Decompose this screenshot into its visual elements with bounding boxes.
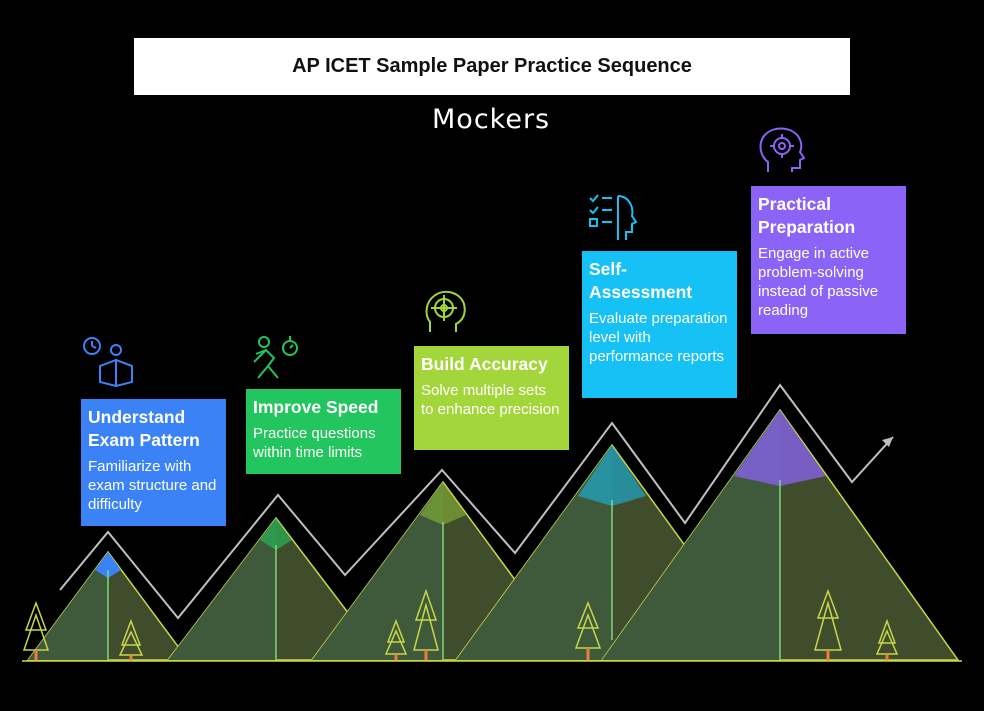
page-title: AP ICET Sample Paper Practice Sequence: [292, 55, 692, 77]
step-description: Engage in active problem-solving instead…: [758, 245, 879, 319]
step-card-improve-speed: Improve Speed Practice questions within …: [246, 389, 401, 474]
mountain-1-peak: [95, 552, 121, 578]
step-description: Evaluate preparation level with performa…: [589, 310, 728, 365]
tree-icon: [875, 618, 899, 661]
mountain-3-left: [312, 482, 443, 660]
step-description: Practice questions within time limits: [253, 425, 376, 461]
mountain-5-left: [602, 410, 780, 660]
mountain-4-left: [456, 445, 612, 660]
tree-icon: [118, 618, 144, 661]
step-title: Improve Speed: [253, 397, 379, 417]
mountain-1-left: [28, 552, 108, 660]
tree-icon: [22, 600, 50, 661]
checklist-head-icon: [589, 194, 638, 240]
title-bar: AP ICET Sample Paper Practice Sequence: [134, 38, 850, 95]
step-card-build-accuracy: Build Accuracy Solve multiple sets to en…: [414, 346, 569, 450]
step-card-self-assessment: Self-Assessment Evaluate preparation lev…: [582, 251, 737, 398]
progress-zigzag-line: [59, 383, 894, 620]
tree-icon: [814, 588, 842, 661]
step-title: Understand Exam Pattern: [88, 407, 200, 450]
tree-icon: [574, 600, 602, 661]
tree-icon: [384, 618, 408, 661]
mountain-3-peak: [420, 482, 466, 525]
mountain-5-peak: [734, 410, 826, 486]
zigzag-arrow-head: [882, 437, 893, 447]
mountain-2-peak: [260, 518, 292, 550]
step-card-understand-exam-pattern: Understand Exam Pattern Familiarize with…: [81, 399, 226, 526]
mountain-4-peak: [578, 445, 646, 506]
mountain-2-left: [168, 518, 276, 660]
step-title: Practical Preparation: [758, 194, 856, 237]
brand-logo: Mockers: [432, 104, 551, 135]
step-card-practical-preparation: Practical Preparation Engage in active p…: [751, 186, 906, 334]
gear-head-icon: [759, 127, 806, 172]
tree-icon: [413, 588, 439, 661]
step-title: Self-Assessment: [589, 259, 693, 302]
step-description: Familiarize with exam structure and diff…: [88, 458, 217, 513]
step-description: Solve multiple sets to enhance precision: [421, 382, 560, 418]
target-head-icon: [425, 290, 466, 332]
clock-study-icon: [83, 337, 133, 388]
step-title: Build Accuracy: [421, 354, 548, 374]
running-stopwatch-icon: [253, 336, 298, 379]
